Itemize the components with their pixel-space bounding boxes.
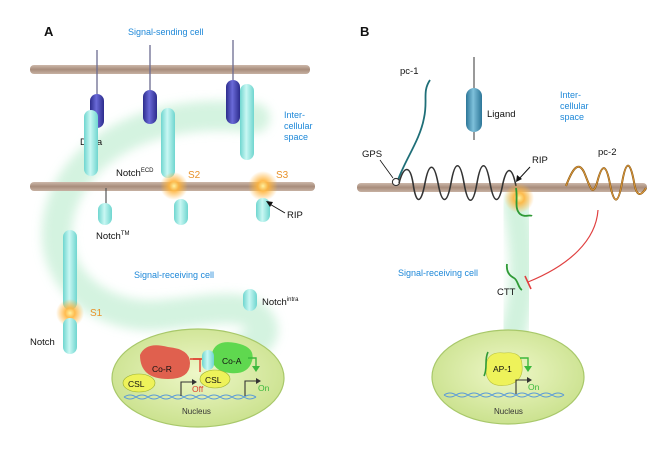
s3-label: S3 [276, 170, 289, 181]
on-activator-arrowhead-b [524, 366, 532, 372]
notch-s2-intracellular [174, 199, 188, 225]
csl-protein-2 [199, 369, 231, 389]
notch-bound-s2 [161, 108, 175, 178]
rip-arrowhead-b [516, 175, 522, 182]
ctt-fragment [505, 263, 523, 291]
off-promoter-arrowhead [192, 379, 197, 385]
ligand-label: Ligand [487, 109, 516, 120]
intercellular-space-label-b: Inter- cellular space [560, 90, 591, 122]
notch-s3-intracellular [256, 198, 270, 222]
on-label-a: On [258, 383, 270, 393]
pc2-inhibition-line [527, 209, 599, 283]
dna-strand-b2 [443, 392, 565, 398]
panel-b-letter: B [360, 24, 369, 39]
intercellular-space-label-a: Inter- cellular space [284, 110, 315, 142]
notch-full-length-c [63, 318, 77, 354]
s2-label: S2 [188, 170, 201, 181]
co-a-label: Co-A [222, 356, 242, 366]
signaling-pathway-glow-a [41, 100, 278, 380]
pc2-label: pc-2 [598, 147, 616, 158]
on-promoter-arrowhead-b [527, 377, 532, 383]
nucleus-label-b: Nucleus [494, 407, 523, 416]
notch-label: Notch [30, 337, 55, 348]
gps-pointer [379, 159, 394, 179]
delta-protein-3 [226, 80, 240, 124]
csl-label-1: CSL [128, 379, 145, 389]
pc1-label: pc-1 [400, 66, 418, 77]
dna-strand-a1 [123, 394, 257, 400]
notch-tm-label: NotchTM [96, 231, 130, 242]
notch-intra-protein [243, 289, 257, 311]
off-promoter [180, 381, 192, 396]
sending-cell-membrane [30, 65, 310, 74]
on-activator-b [520, 357, 529, 368]
pc1-transmembrane-domain [398, 164, 517, 202]
panel-a-letter: A [44, 24, 54, 39]
off-label: Off [192, 384, 204, 394]
notch-full-length [63, 230, 77, 310]
signal-receiving-cell-label-b: Signal-receiving cell [398, 268, 478, 278]
ap1-protein [485, 352, 523, 386]
ap1-label: AP-1 [493, 364, 512, 374]
csl-label-2: CSL [205, 375, 222, 385]
ligand-protein [466, 88, 482, 132]
signal-receiving-cell-label-a: Signal-receiving cell [134, 270, 214, 280]
pc1-strand [397, 79, 431, 181]
signal-sending-cell-label: Signal-sending cell [128, 27, 204, 37]
csl-protein-1 [122, 373, 156, 393]
delta-protein-2 [143, 90, 157, 124]
on-promoter-arrowhead [256, 378, 261, 384]
co-r-protein [140, 345, 190, 379]
notch-bound-s3 [240, 84, 254, 160]
s3-cleavage-glow [248, 171, 278, 201]
notch-intra-label: Notchintra [262, 297, 299, 308]
pc2-inhibition-bar [524, 275, 532, 290]
notch-intra-in-nucleus [202, 350, 214, 370]
on-activator [248, 357, 257, 368]
s2-cleavage-glow [160, 172, 188, 200]
s1-cleavage-glow [56, 299, 84, 327]
on-promoter [244, 380, 256, 396]
ctt-in-nucleus [483, 351, 489, 377]
on-promoter-b [515, 379, 527, 394]
on-label-b: On [528, 382, 540, 392]
dna-strand-a2 [123, 394, 257, 400]
on-activator-arrowhead [252, 366, 260, 372]
s1-label: S1 [90, 308, 103, 319]
ctt-fragment-membrane [515, 187, 533, 217]
rip-label-b: RIP [532, 155, 548, 166]
rip-label-a: RIP [287, 210, 303, 221]
co-a-protein [211, 342, 253, 374]
notch-tm-fragment [98, 203, 112, 225]
rip-cleavage-glow-b [504, 183, 534, 213]
nucleus-label-a: Nucleus [182, 407, 211, 416]
gps-label: GPS [362, 149, 382, 160]
rip-arrowhead-a [266, 201, 273, 207]
notch-ecd-protein [84, 110, 98, 176]
co-r-label: Co-R [152, 364, 172, 374]
ctt-label: CTT [497, 287, 516, 298]
notch-ecd-label: NotchECD [116, 168, 154, 179]
pc2-protein-highlight [565, 165, 647, 201]
